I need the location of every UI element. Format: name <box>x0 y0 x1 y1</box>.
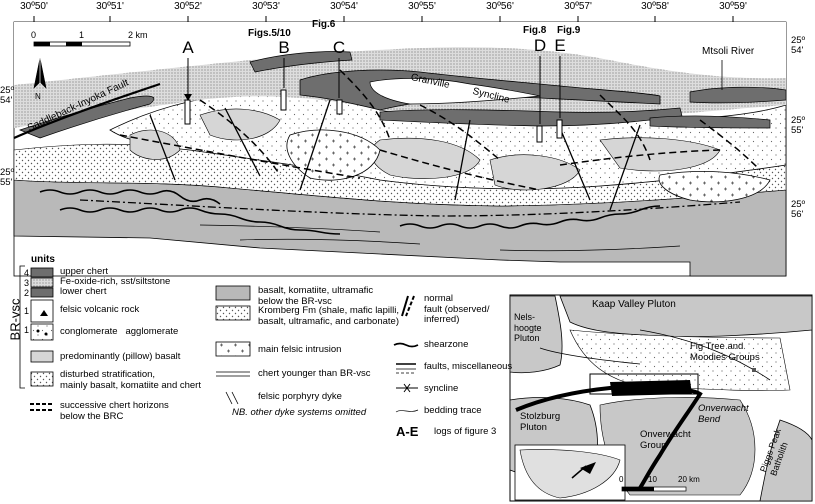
inset-label-stolzburg: Stolzburg Pluton <box>520 411 561 433</box>
figure-ref-d: Fig.8 <box>523 25 547 36</box>
section-letter-a: A <box>182 38 194 57</box>
longitude-label: 30º56' <box>486 1 514 12</box>
figure-ref-c: Fig.6 <box>312 19 336 30</box>
inset-label-fig-tree: Fig Tree and Moodies Groups <box>690 341 760 363</box>
legend-item-upper-chert: upper chert <box>60 266 109 277</box>
inset-label-onverwacht-group: Onverwacht Group <box>640 429 691 451</box>
legend-item-basalt-komatiite: basalt, komatiite, ultramafic below the … <box>258 285 374 307</box>
scale-label-mid: 1 <box>79 30 85 40</box>
longitude-label: 30º57' <box>564 1 592 12</box>
longitude-label: 30º59' <box>719 1 747 12</box>
inset-map <box>509 294 813 502</box>
scale-label-start: 0 <box>31 30 37 40</box>
legend-unit-number: 1 <box>24 325 30 335</box>
inset-scale-mid: 10 <box>648 475 657 484</box>
legend-item-pillow-basalt: predominantly (pillow) basalt <box>60 351 181 362</box>
legend-item-normal-fault: normal fault (observed/ inferred) <box>424 293 490 325</box>
inset-label-nelshoogte: Nels- hoogte Pluton <box>514 312 542 343</box>
latitude-label-right: 25º 56' <box>791 199 806 220</box>
latitude-label-right: 25º 54' <box>791 35 806 56</box>
legend-item-fe-oxide: Fe-oxide-rich, sst/siltstone <box>60 276 171 287</box>
figure-ref-e: Fig.9 <box>557 25 581 36</box>
legend-units-title: units <box>31 254 55 265</box>
legend-unit-number: 4 <box>24 268 30 278</box>
legend-item-syncline: syncline <box>424 383 459 394</box>
legend-logs-key: A-E <box>396 424 419 439</box>
longitude-ticks <box>33 16 734 22</box>
section-letter-e: E <box>554 36 566 55</box>
legend-item-shearzone: shearzone <box>424 339 469 350</box>
legend-unit-number: 1 <box>24 306 30 316</box>
legend-item-kromberg: Kromberg Fm (shale, mafic lapilli, basal… <box>258 305 399 327</box>
longitude-label: 30º54' <box>330 1 358 12</box>
scale-bar-graphic <box>33 41 131 47</box>
mtsoli-river-label: Mtsoli River <box>702 46 755 57</box>
legend-item-lower-chert: lower chert <box>60 286 107 297</box>
normal-faults <box>119 69 761 191</box>
legend-item-conglomerate: conglomerate agglomerate <box>60 326 179 337</box>
longitude-label: 30º50' <box>20 1 48 12</box>
inset-scale-end: 20 km <box>678 475 700 484</box>
inset-label-kaap: Kaap Valley Pluton <box>592 299 676 310</box>
legend-item-misc-faults: faults, miscellaneous <box>424 361 513 372</box>
inset-label-onverwacht-bend: Onverwacht Bend <box>698 403 749 425</box>
legend-logs-text: logs of figure 3 <box>434 426 497 437</box>
legend-unit-number: 3 <box>24 278 30 288</box>
longitude-label: 30º53' <box>252 1 280 12</box>
shearzones <box>39 189 661 235</box>
longitude-label: 30º55' <box>408 1 436 12</box>
section-letter-b: B <box>278 38 290 57</box>
scale-label-end: 2 km <box>128 30 148 40</box>
section-letter-d: D <box>533 36 547 55</box>
legend-item-disturbed: disturbed stratification, mainly basalt,… <box>60 369 201 391</box>
section-letter-c: C <box>332 38 346 57</box>
legend-item-felsic-intrusion: main felsic intrusion <box>258 344 342 355</box>
legend-item-chert-horizons: successive chert horizons below the BRC <box>60 400 169 422</box>
figure-ref-b: Figs.5/10 <box>248 28 291 39</box>
latitude-label-left: 25º 54' <box>0 85 15 106</box>
legend-item-porphyry-dyke: felsic porphyry dyke <box>258 391 342 402</box>
log-columns <box>184 89 563 143</box>
legend-item-chert-younger: chert younger than BR-vsc <box>258 368 371 379</box>
north-label: N <box>35 92 41 101</box>
longitude-label: 30º58' <box>641 1 669 12</box>
latitude-label-left: 25º 55' <box>0 167 15 188</box>
inset-scale-start: 0 <box>619 475 624 484</box>
legend-brvsc-label: BR-vsc <box>7 298 23 341</box>
felsic-intrusion-area <box>286 129 381 181</box>
saddleback-fault-line <box>13 82 161 140</box>
legend-swatches <box>30 267 251 387</box>
north-arrow-graphic <box>33 57 47 89</box>
legend-unit-number: 2 <box>24 288 30 298</box>
longitude-label: 30º51' <box>96 1 124 12</box>
legend-note: NB. other dyke systems omitted <box>232 407 367 418</box>
latitude-label-right: 25º 55' <box>791 115 806 136</box>
longitude-label: 30º52' <box>174 1 202 12</box>
legend-item-felsic-volcanic: felsic volcanic rock <box>60 304 140 315</box>
legend-item-bedding: bedding trace <box>424 405 482 416</box>
